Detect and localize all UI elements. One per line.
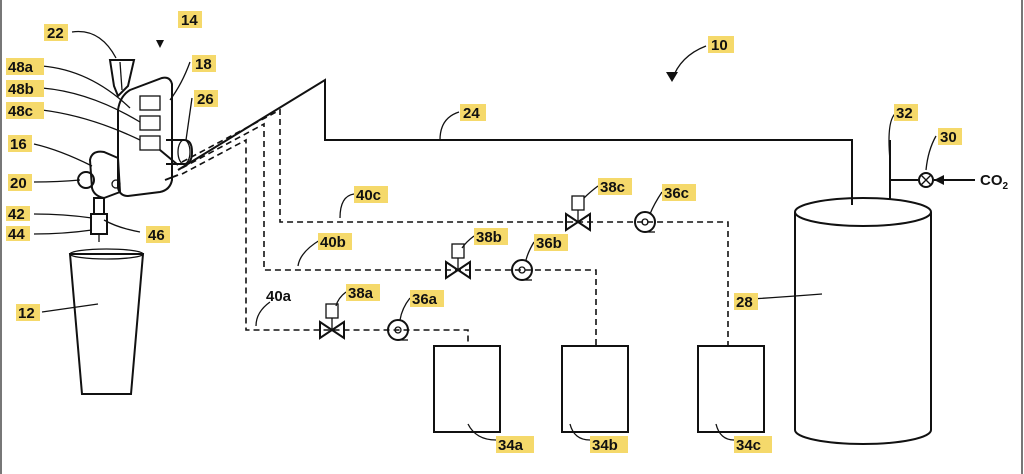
label-40a: 40a (266, 288, 292, 305)
pump-36c (634, 211, 656, 233)
tank-28-body (794, 212, 932, 445)
container-34b (561, 345, 629, 433)
label-34a: 34a (498, 437, 524, 454)
co2-arrow-head (934, 175, 944, 185)
glass-rim (69, 248, 144, 260)
pump-36b (511, 259, 533, 281)
label-48c: 48c (8, 103, 33, 120)
container-34c (697, 345, 765, 433)
label-highlights (6, 11, 962, 453)
flavor-line-40c (181, 108, 729, 346)
label-18: 18 (195, 56, 212, 73)
label-co2-main: CO (980, 172, 1003, 189)
label-30: 30 (940, 129, 957, 146)
label-32: 32 (896, 105, 913, 122)
label-38c: 38c (600, 179, 625, 196)
label-24: 24 (463, 105, 480, 122)
label-co2-subscript: 2 (1003, 181, 1009, 192)
label-22: 22 (47, 25, 64, 42)
co2-valve-cross-b (920, 174, 932, 186)
label-14: 14 (181, 12, 198, 29)
flavor-line-40a (181, 138, 469, 346)
label-10: 10 (711, 37, 728, 54)
label-40c: 40c (356, 187, 381, 204)
label-48a: 48a (8, 59, 34, 76)
pump-36a (387, 319, 409, 341)
label-34c: 34c (736, 437, 761, 454)
label-38b: 38b (476, 229, 502, 246)
tap-neck (159, 149, 179, 166)
label-co2: CO2 (980, 172, 1009, 192)
label-16: 16 (10, 136, 27, 153)
co2-valve-30 (918, 172, 934, 188)
flavor-line-40b (181, 122, 597, 346)
label-42: 42 (8, 206, 25, 223)
label-38a: 38a (348, 285, 374, 302)
valve-38a (319, 303, 345, 340)
label-44: 44 (8, 226, 25, 243)
beer-line-24 (177, 78, 853, 212)
label-20: 20 (10, 175, 27, 192)
container-34a (433, 345, 501, 433)
label-26: 26 (197, 91, 214, 108)
label-48b: 48b (8, 81, 34, 98)
leader-lines (33, 30, 937, 441)
valve-38b (445, 243, 471, 280)
label-12: 12 (18, 305, 35, 322)
label-40b: 40b (320, 234, 346, 251)
label-34b: 34b (592, 437, 618, 454)
tap-assembly-14 (77, 59, 194, 242)
tank-28-top (794, 197, 932, 227)
label-36c: 36c (664, 185, 689, 202)
label-36b: 36b (536, 235, 562, 252)
glass-12 (68, 253, 145, 395)
valve-38c (565, 195, 591, 232)
label-46: 46 (148, 227, 165, 244)
label-36a: 36a (412, 291, 438, 308)
label-28: 28 (736, 294, 753, 311)
